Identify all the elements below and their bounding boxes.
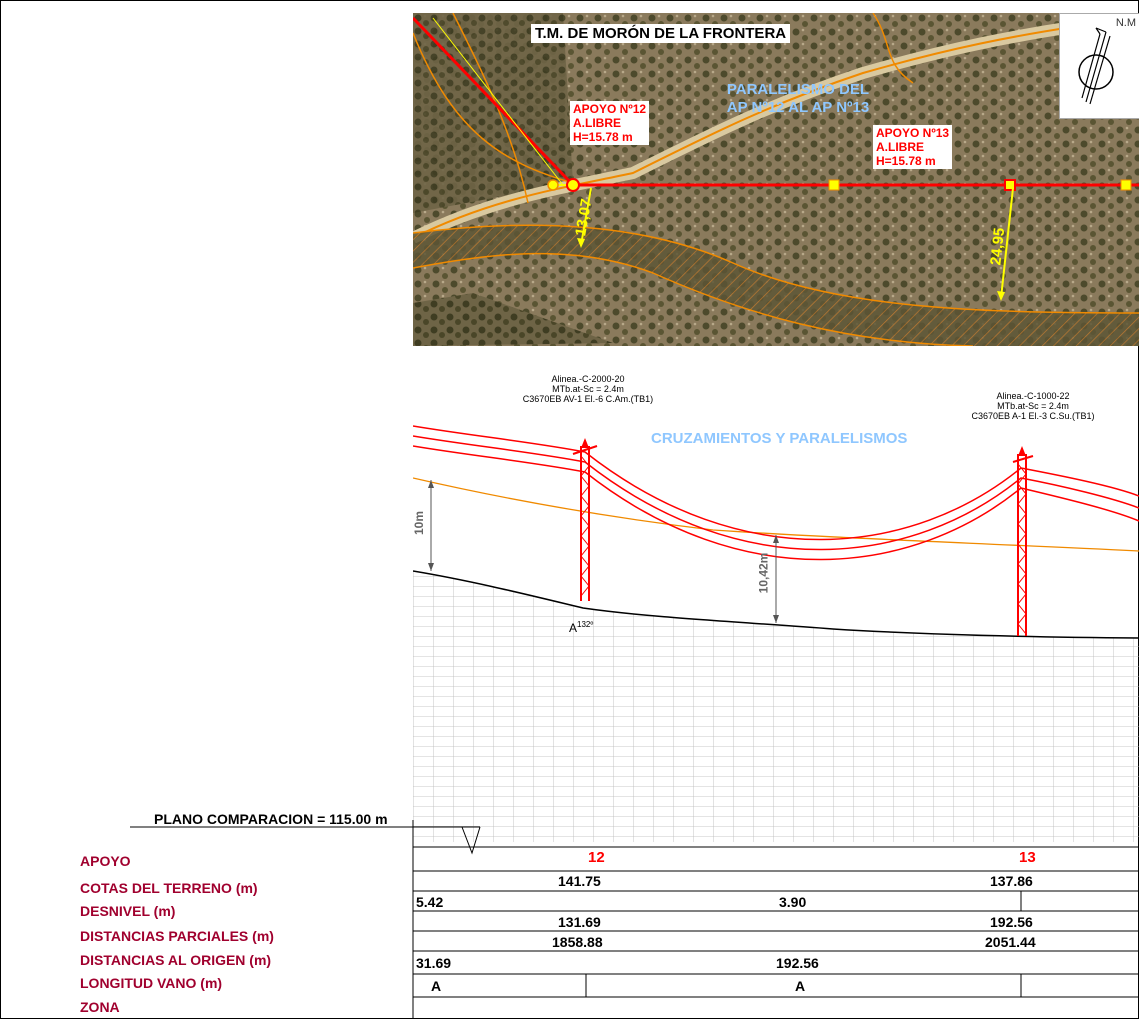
cotas-12-value: 141.75 xyxy=(558,873,601,889)
profile-diagram: Alinea.-C-2000-20 MTb.at-Sc = 2.4m C3670… xyxy=(412,346,1139,842)
row-label-origen: DISTANCIAS AL ORIGEN (m) xyxy=(80,952,272,968)
aerial-photo: T.M. DE MORÓN DE LA FRONTERA PARALELISMO… xyxy=(413,13,1139,346)
support12-note: Alinea.-C-2000-20 MTb.at-Sc = 2.4m C3670… xyxy=(508,374,668,404)
zona-mid-value: A xyxy=(795,978,806,994)
profile-drawing xyxy=(412,425,1139,842)
north-arrow-box: N.M xyxy=(1059,13,1139,119)
clearance-left-label: 10m xyxy=(412,510,427,536)
vano-left-value: 31.69 xyxy=(416,955,452,971)
municipality-title: T.M. DE MORÓN DE LA FRONTERA xyxy=(531,24,791,43)
paralelismo-label: PARALELISMO DEL AP Nº12 AL AP Nº13 xyxy=(698,81,898,117)
plano-comparacion: PLANO COMPARACION = 115.00 m xyxy=(154,811,388,827)
paralelismo-line1: PARALELISMO DEL xyxy=(726,81,870,98)
row-label-apoyo: APOYO xyxy=(80,853,131,869)
support12-note-line3: C3670EB AV-1 El.-6 C.Am.(TB1) xyxy=(522,394,654,404)
tower-12 xyxy=(572,438,598,601)
row-label-zona: ZONA xyxy=(80,999,120,1015)
zona-left-value: A xyxy=(431,978,442,994)
crossings-heading: CRUZAMIENTOS Y PARALELISMOS xyxy=(651,430,908,447)
apoyo13-line2: A.LIBRE xyxy=(876,140,924,154)
apoyo13-line1: APOYO Nº13 xyxy=(876,126,950,140)
north-arrow-icon xyxy=(1078,27,1114,105)
support13-note-line1: Alinea.-C-1000-22 xyxy=(996,391,1070,401)
apoyo12-line1: APOYO Nº12 xyxy=(573,102,647,116)
angle-value: 132º xyxy=(577,620,594,629)
table-lines xyxy=(130,820,1139,1019)
support12-note-line2: MTb.at-Sc = 2.4m xyxy=(552,384,624,394)
row-label-parciales: DISTANCIAS PARCIALES (m) xyxy=(80,928,274,944)
row-label-vano: LONGITUD VANO (m) xyxy=(80,975,223,991)
tower-13 xyxy=(1012,446,1034,636)
support12-note-line1: Alinea.-C-2000-20 xyxy=(551,374,625,384)
origen-13-value: 2051.44 xyxy=(985,934,1036,950)
cotas-13-value: 137.86 xyxy=(990,873,1033,889)
desnivel-left-value: 5.42 xyxy=(416,894,444,910)
apoyo-13-value: 13 xyxy=(1019,849,1036,866)
apoyo12-line2: A.LIBRE xyxy=(573,116,621,130)
apoyo13-line3: H=15.78 m xyxy=(876,154,936,168)
angle-letter: A xyxy=(569,621,578,635)
origen-12-value: 1858.88 xyxy=(552,934,603,950)
clearance-mid-label: 10,42m xyxy=(756,552,771,594)
support13-note-line2: MTb.at-Sc = 2.4m xyxy=(997,401,1069,411)
row-label-cotas: COTAS DEL TERRENO (m) xyxy=(80,880,258,896)
apoyo12-label: APOYO Nº12 A.LIBRE H=15.78 m xyxy=(570,101,650,145)
apoyo-12-value: 12 xyxy=(588,849,605,866)
apoyo12-line3: H=15.78 m xyxy=(573,130,633,144)
aerial-map xyxy=(413,13,1139,346)
paralelismo-line2: AP Nº12 AL AP Nº13 xyxy=(726,99,870,116)
angle-label: A132º xyxy=(569,620,593,635)
apoyo13-label: APOYO Nº13 A.LIBRE H=15.78 m xyxy=(873,125,953,169)
support13-note-line3: C3670EB A-1 El.-3 C.Su.(TB1) xyxy=(971,411,1095,421)
support13-note: Alinea.-C-1000-22 MTb.at-Sc = 2.4m C3670… xyxy=(953,391,1113,421)
parciales-13-value: 192.56 xyxy=(990,914,1033,930)
vano-mid-value: 192.56 xyxy=(776,955,819,971)
desnivel-mid-value: 3.90 xyxy=(779,894,807,910)
row-label-desnivel: DESNIVEL (m) xyxy=(80,903,176,919)
parciales-12-value: 131.69 xyxy=(558,914,601,930)
north-label: N.M xyxy=(1115,17,1136,29)
